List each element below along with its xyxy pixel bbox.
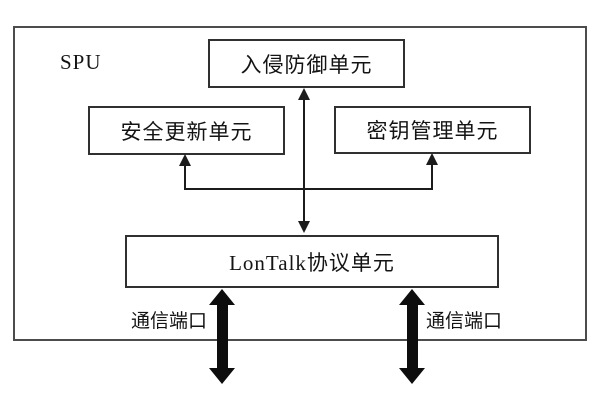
intrusion-prevention-label: 入侵防御单元	[240, 52, 373, 77]
spu-container-box	[13, 26, 587, 341]
box-intrusion-prevention-unit: 入侵防御单元	[208, 39, 405, 88]
spu-label: SPU	[60, 50, 102, 74]
box-security-update-unit: 安全更新单元	[88, 106, 285, 155]
box-lontalk-protocol-unit: LonTalk协议单元	[125, 235, 499, 288]
connector-key-management-line	[431, 163, 433, 190]
connector-branch-line	[184, 188, 433, 190]
lontalk-protocol-label: LonTalk协议单元	[229, 250, 395, 275]
key-management-label: 密钥管理单元	[366, 119, 499, 143]
thick-arrow-down-icon	[209, 368, 235, 384]
port-label-left: 通信端口	[131, 311, 208, 332]
connector-intrusion-lontalk-line	[303, 98, 305, 225]
thick-arrow-up-icon	[209, 289, 235, 305]
box-key-management-unit: 密钥管理单元	[334, 106, 531, 154]
arrow-down-icon	[298, 221, 310, 233]
thick-arrow-down-icon	[399, 368, 425, 384]
arrow-up-icon	[179, 154, 191, 166]
port-arrow-left-shaft	[217, 303, 228, 370]
thick-arrow-up-icon	[399, 289, 425, 305]
security-update-label: 安全更新单元	[120, 119, 253, 144]
port-label-right: 通信端口	[426, 311, 503, 332]
connector-security-update-line	[184, 164, 186, 190]
arrow-up-icon	[298, 88, 310, 100]
arrow-up-icon	[426, 153, 438, 165]
port-arrow-right-shaft	[407, 303, 418, 370]
